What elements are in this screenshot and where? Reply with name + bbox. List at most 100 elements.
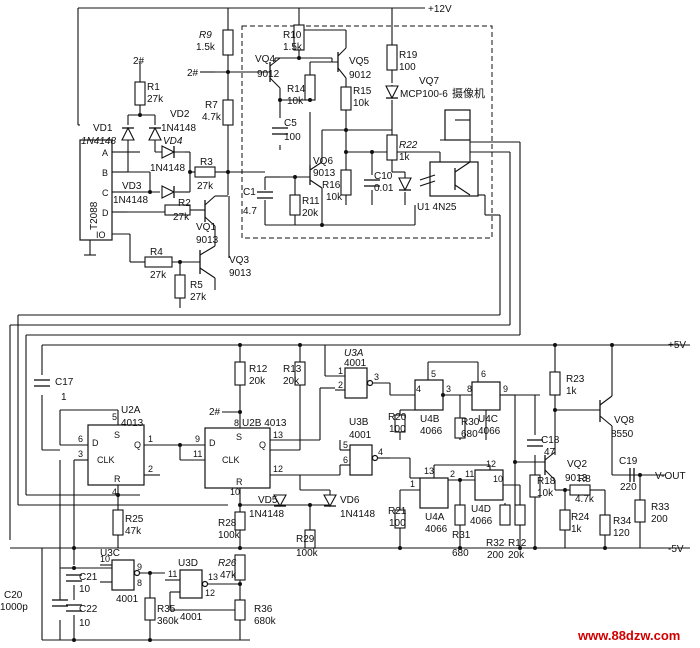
u3a-part: 4001	[344, 358, 367, 369]
r36-val: 680k	[254, 616, 277, 627]
r19-ref: R19	[399, 50, 418, 61]
c10-ref: C10	[374, 171, 393, 182]
u4c-switch	[443, 362, 516, 505]
r13-val: 20k	[283, 376, 300, 387]
r8-val: 4.7k	[575, 494, 595, 505]
dashed-module-box	[241, 25, 493, 239]
vd6-ref: VD6	[340, 495, 360, 506]
vd1-val: 1N4148	[81, 136, 116, 147]
r21-ref: R21	[388, 506, 407, 517]
label-net-2-a: 2#	[187, 68, 199, 79]
u2b-pin-12: 12	[273, 464, 283, 474]
r2-ref: R2	[178, 198, 191, 209]
u3d-pin-13: 13	[208, 572, 218, 582]
r34-ref: R34	[613, 516, 632, 527]
r25-ref: R25	[125, 514, 144, 525]
u4b-pin-4: 4	[416, 384, 421, 394]
u4c-pin-6: 6	[481, 369, 486, 379]
vq2-ref: VQ2	[567, 459, 587, 470]
u4d-pin-10: 10	[493, 474, 503, 484]
r29-ref: R29	[296, 534, 315, 545]
r14-ref: R14	[287, 84, 306, 95]
r13-ref: R13	[283, 364, 302, 375]
u2a-part: 4013	[121, 418, 144, 429]
r20-val: 100	[389, 424, 406, 435]
u4b-part: 4066	[420, 426, 443, 437]
r35-val: 360k	[157, 616, 180, 627]
c22-val: 10	[79, 618, 91, 629]
r10-val: 1.5k	[283, 42, 303, 53]
r22-val: 1k	[399, 152, 411, 163]
c20-val: 1000p	[0, 602, 28, 613]
c18-val: 47	[544, 447, 556, 458]
r30-ref: R30	[461, 417, 480, 428]
vq6-ref: VQ6	[313, 156, 333, 167]
c5-val: 100	[284, 132, 301, 143]
u3b-part: 4001	[349, 430, 372, 441]
r25-val: 47k	[125, 526, 142, 537]
u3d-name: U3D	[178, 558, 198, 569]
r28-ref: R28	[218, 518, 237, 529]
label-vout: V-OUT	[655, 471, 686, 482]
r7-ref: R7	[205, 100, 218, 111]
r33-val: 200	[651, 514, 668, 525]
r19-val: 100	[399, 62, 416, 73]
c19-val: 220	[620, 482, 637, 493]
r31-val: 680	[452, 548, 469, 559]
u3b-name: U3B	[349, 417, 369, 428]
t2088-pin-d: D	[102, 208, 109, 218]
r4-val: 27k	[150, 270, 167, 281]
vd1-ref: VD1	[93, 123, 113, 134]
vq3-ref: VQ3	[229, 255, 249, 266]
labels: +12V +5V -5V V-OUT 2# 2# 2# T2088 A B C …	[0, 4, 686, 643]
u4d-part: 4066	[470, 516, 493, 527]
u4a-pin-2: 2	[450, 469, 455, 479]
t2088-name: T2088	[89, 201, 100, 230]
u3b-pin-4: 4	[378, 447, 383, 457]
r10-ref: R10	[283, 30, 302, 41]
vd5-val: 1N4148	[249, 509, 284, 520]
t2088-pin-a: A	[102, 148, 108, 158]
r24-ref: R24	[571, 512, 590, 523]
c21-val: 10	[79, 584, 91, 595]
vd2-val: 1N4148	[161, 123, 196, 134]
vq8-val: 8550	[611, 429, 634, 440]
c19-ref: C19	[619, 456, 638, 467]
c22-ref: C22	[79, 604, 98, 615]
u2a-pin-2: 2	[148, 464, 153, 474]
c17-ref: C17	[55, 377, 74, 388]
r5-val: 27k	[190, 292, 207, 303]
u3c-pin-8: 8	[137, 578, 142, 588]
u4c-pin-9: 9	[503, 384, 508, 394]
u3b-pin-6: 6	[343, 455, 348, 465]
u3c-name: U3C	[100, 548, 120, 559]
r12b-val: 20k	[508, 550, 525, 561]
t2088-pin-c: C	[102, 188, 109, 198]
r20-ref: R20	[388, 412, 407, 423]
u2b-name: U2B 4013	[242, 418, 287, 429]
r16-ref: R16	[322, 180, 341, 191]
r4-ref: R4	[150, 247, 163, 258]
u4d-switch	[474, 465, 521, 548]
r1-val: 27k	[147, 94, 164, 105]
vq4-ref: VQ4	[255, 54, 275, 65]
c1-val: 4.7	[243, 206, 257, 217]
vq3-val: 9013	[229, 268, 252, 279]
r3-val: 27k	[197, 181, 214, 192]
u4d-pin-12: 12	[486, 459, 496, 469]
c18-ref: C18	[541, 435, 560, 446]
r28-val: 100k	[218, 530, 241, 541]
u2a-pin-5: 5	[112, 412, 117, 422]
resistor-bodies	[112, 24, 646, 621]
u4b-pin-5: 5	[431, 369, 436, 379]
u2b-pin-11: 11	[193, 449, 202, 459]
c10-val: 0.01	[374, 183, 394, 194]
u4d-name: U4D	[471, 504, 491, 515]
r36-ref: R36	[254, 604, 273, 615]
u2a-pin-q: Q	[134, 440, 141, 450]
u3a-pin-2: 2	[338, 380, 343, 390]
u2b-pin-13: 13	[273, 430, 283, 440]
u4a-part: 4066	[425, 524, 448, 535]
u4c-name: U4C	[478, 414, 498, 425]
